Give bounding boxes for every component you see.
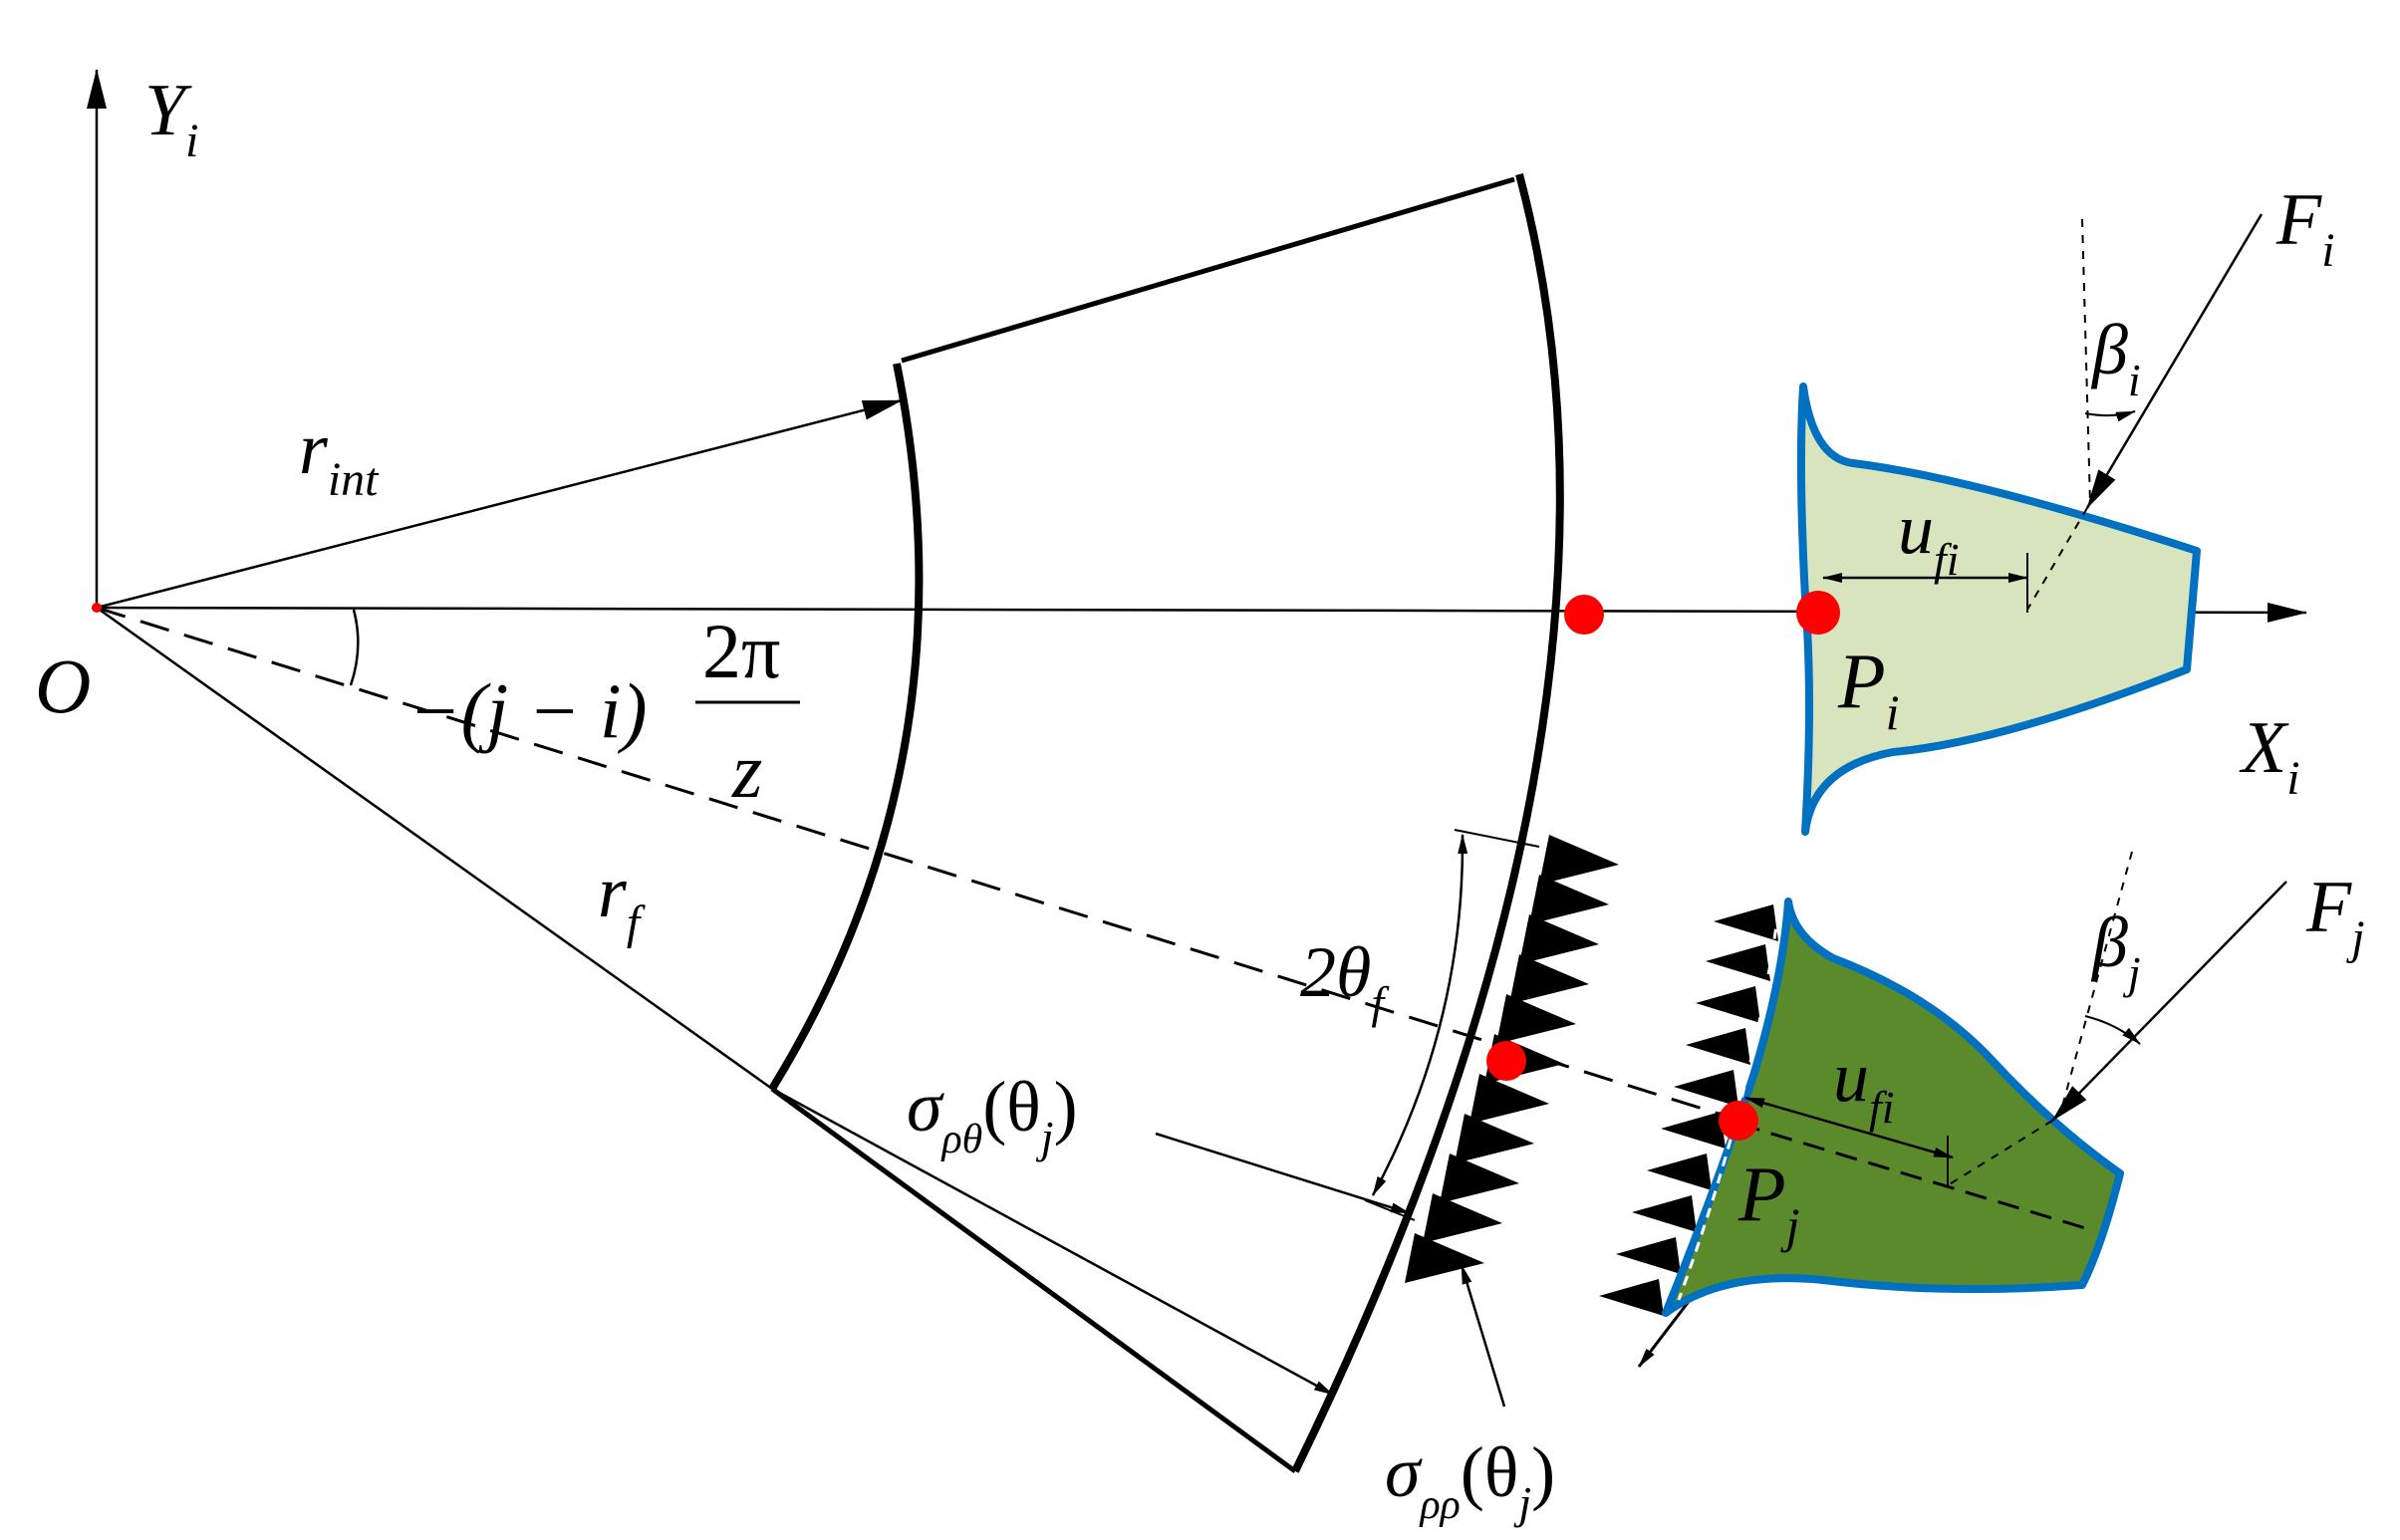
beta-j-arc bbox=[2084, 1015, 2141, 1045]
label-r-int: rint bbox=[299, 408, 380, 506]
sigma-rho-theta-leader bbox=[1155, 1132, 1411, 1215]
inner-arc bbox=[768, 363, 924, 1092]
force-f-i-line-of-action bbox=[2026, 507, 2088, 611]
vertical-ref-j bbox=[2059, 851, 2133, 1115]
label-p-i: Pi bbox=[1837, 638, 1900, 740]
angle-arc bbox=[349, 609, 360, 686]
beta-i-arc bbox=[2084, 410, 2136, 422]
tooth-j-flank bbox=[1677, 910, 1780, 1301]
label-p-j: Pj bbox=[1737, 1151, 1800, 1253]
vertical-ref-i bbox=[2081, 218, 2091, 504]
point-outer-arc-j bbox=[1486, 1041, 1526, 1081]
r-int-arrow bbox=[96, 398, 903, 610]
label-beta-i: βi bbox=[2090, 310, 2141, 405]
r-f-dimension bbox=[771, 1087, 1334, 1397]
point-p-i bbox=[1796, 591, 1840, 635]
stress-arrow-tail bbox=[1637, 1294, 1696, 1368]
stress-triangles-tooth bbox=[1599, 904, 1778, 1316]
origin-point bbox=[92, 603, 102, 613]
theta-ext-top bbox=[1454, 829, 1540, 848]
label-beta-j: βj bbox=[2090, 902, 2141, 998]
label-u-fi-top: ufi bbox=[1898, 489, 1960, 585]
sector-bottom-edge bbox=[770, 1086, 1297, 1474]
label-f-i: Fi bbox=[2275, 179, 2335, 277]
force-f-j bbox=[2051, 881, 2287, 1122]
label-angle-prefix: −(j − i) bbox=[408, 667, 648, 754]
label-u-fi-bottom: ufi bbox=[1833, 1037, 1895, 1133]
outer-arc bbox=[1291, 172, 1564, 1473]
label-two-theta: 2θf bbox=[1300, 932, 1390, 1028]
force-f-j-line-of-action bbox=[1947, 1120, 2053, 1186]
point-outer-arc-x bbox=[1564, 595, 1604, 635]
force-f-i bbox=[2085, 213, 2264, 509]
tooth-j-dashed bbox=[1737, 1122, 2093, 1232]
label-f-j: Fj bbox=[2305, 867, 2365, 964]
r-f-line bbox=[96, 606, 773, 1091]
u-fi-bottom-dimension bbox=[1744, 1096, 1954, 1159]
two-theta-dimension bbox=[1371, 834, 1468, 1196]
theta-ext-bottom bbox=[1364, 1199, 1416, 1221]
label-sigma-rho-theta: σρθ(θj) bbox=[907, 1067, 1078, 1162]
label-r-f: rf bbox=[598, 852, 646, 949]
label-sigma-rho-rho: σρρ(θj) bbox=[1385, 1432, 1555, 1528]
sector-top-edge bbox=[901, 176, 1515, 364]
label-origin: O bbox=[35, 642, 91, 729]
point-p-j bbox=[1719, 1101, 1758, 1141]
label-angle-numerator: 2π bbox=[702, 608, 780, 694]
label-angle-denominator: z bbox=[731, 727, 762, 814]
tooth-i bbox=[1796, 383, 2201, 836]
label-y-axis: Yi bbox=[144, 70, 199, 167]
label-x-axis: Xi bbox=[2239, 707, 2300, 805]
sigma-rho-rho-leader bbox=[1460, 1264, 1506, 1408]
